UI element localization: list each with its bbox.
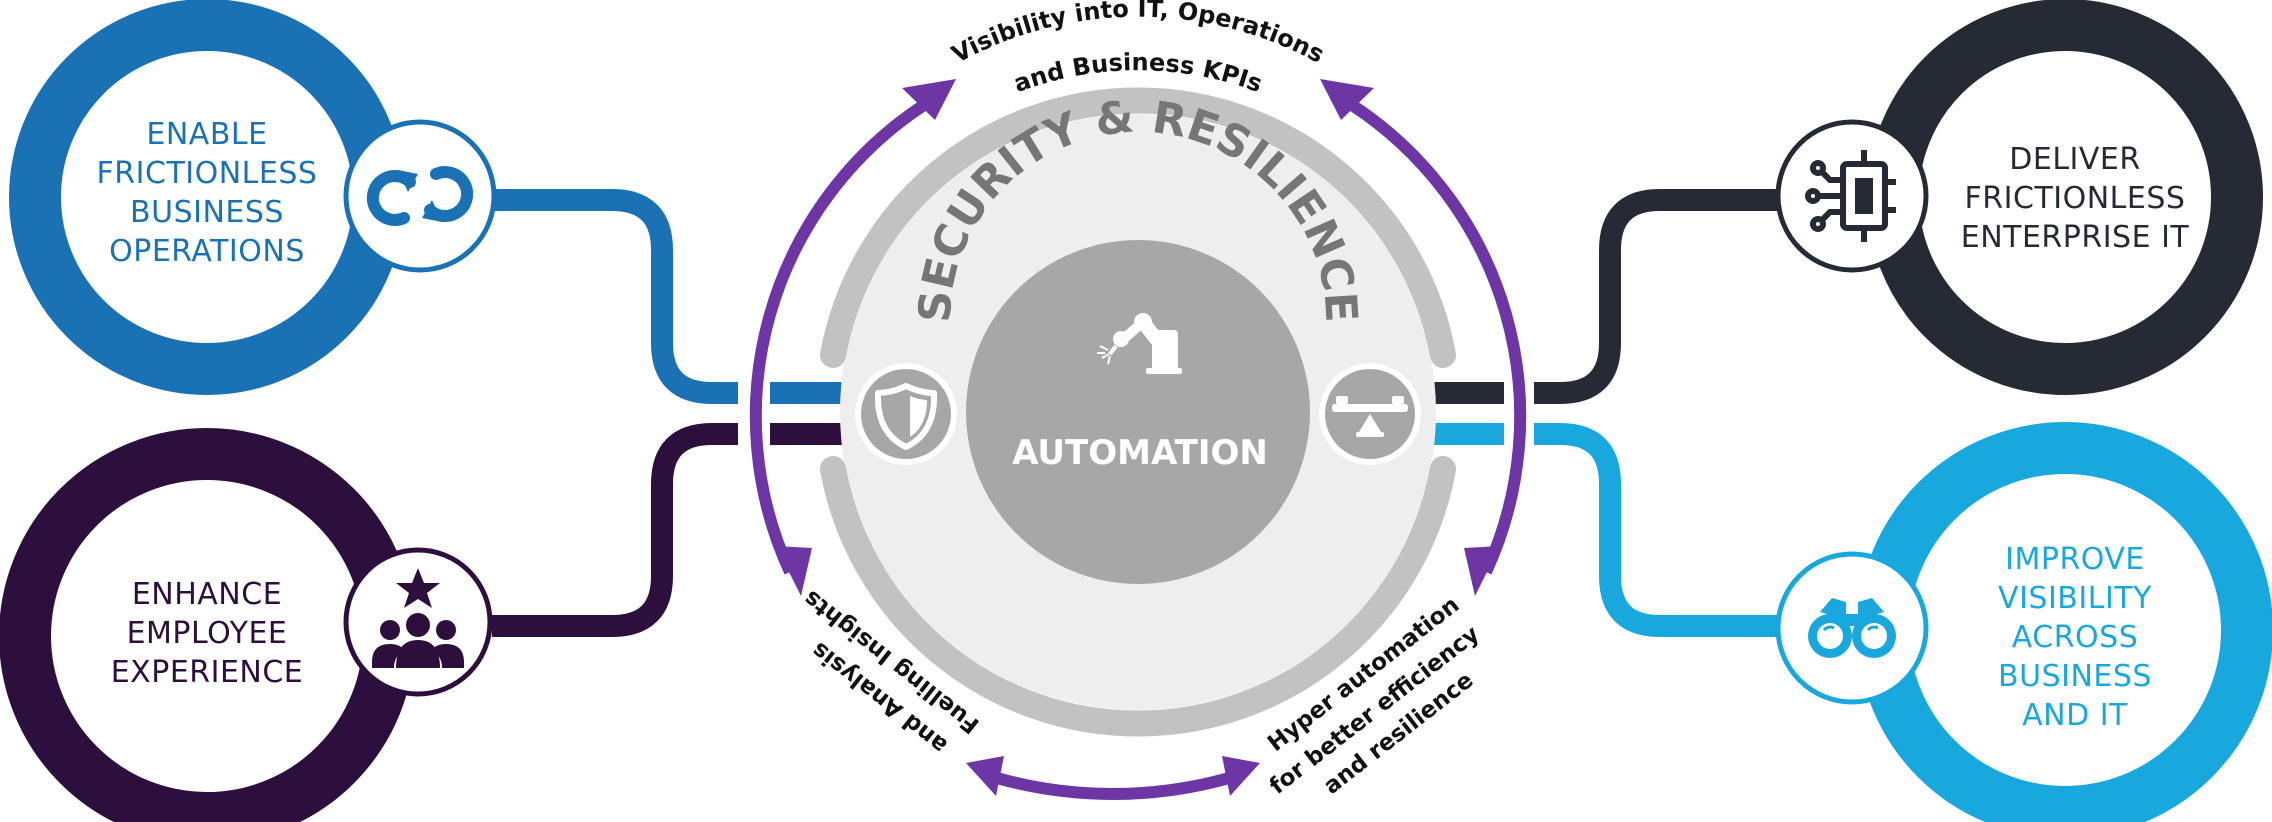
connector-top-left [492,189,850,404]
badge-bottom-right [1775,551,1929,705]
shield-icon [874,383,938,450]
automation-core [966,240,1310,584]
team-star-icon [372,568,464,668]
binoculars-icon [1808,598,1896,658]
connector-top-right [1426,189,1780,404]
sync-cycle-icon [366,166,474,226]
pillar-label-bottom-right: IMPROVE VISIBILITY ACROSS BUSINESS AND I… [1998,542,2152,733]
automation-label: AUTOMATION [1012,433,1268,473]
hub-arc-top [820,87,1456,368]
badge-top-right [1775,119,1929,273]
circuit-chip-icon [1805,150,1896,242]
pillar-label-top-left: ENABLE FRICTIONLESS BUSINESS OPERATIONS [96,117,318,269]
badge-top-left [343,119,497,273]
badge-bottom-left [343,547,493,697]
balance-scale-icon [1332,396,1408,437]
flow-arrows [749,79,1527,800]
connector-lines [492,189,1780,637]
robot-arm-icon [1097,313,1182,374]
pillar-label-top-right: DELIVER FRICTIONLESS ENTERPRISE IT [1960,142,2190,255]
flow-arc-bottom [988,770,1238,800]
center-hub: SECURITY & RESILIENCE AUTOMATION [820,87,1456,737]
shield-badge [855,363,957,465]
pillar-label-bottom-left: ENHANCE EMPLOYEE EXPERIENCE [110,577,304,690]
flow-arc-left [749,99,928,575]
connector-bottom-left [492,423,850,637]
hub-arc-bottom [820,456,1456,737]
connector-bottom-right [1426,423,1780,637]
balance-badge [1319,363,1421,465]
flow-arc-right [1348,99,1527,575]
